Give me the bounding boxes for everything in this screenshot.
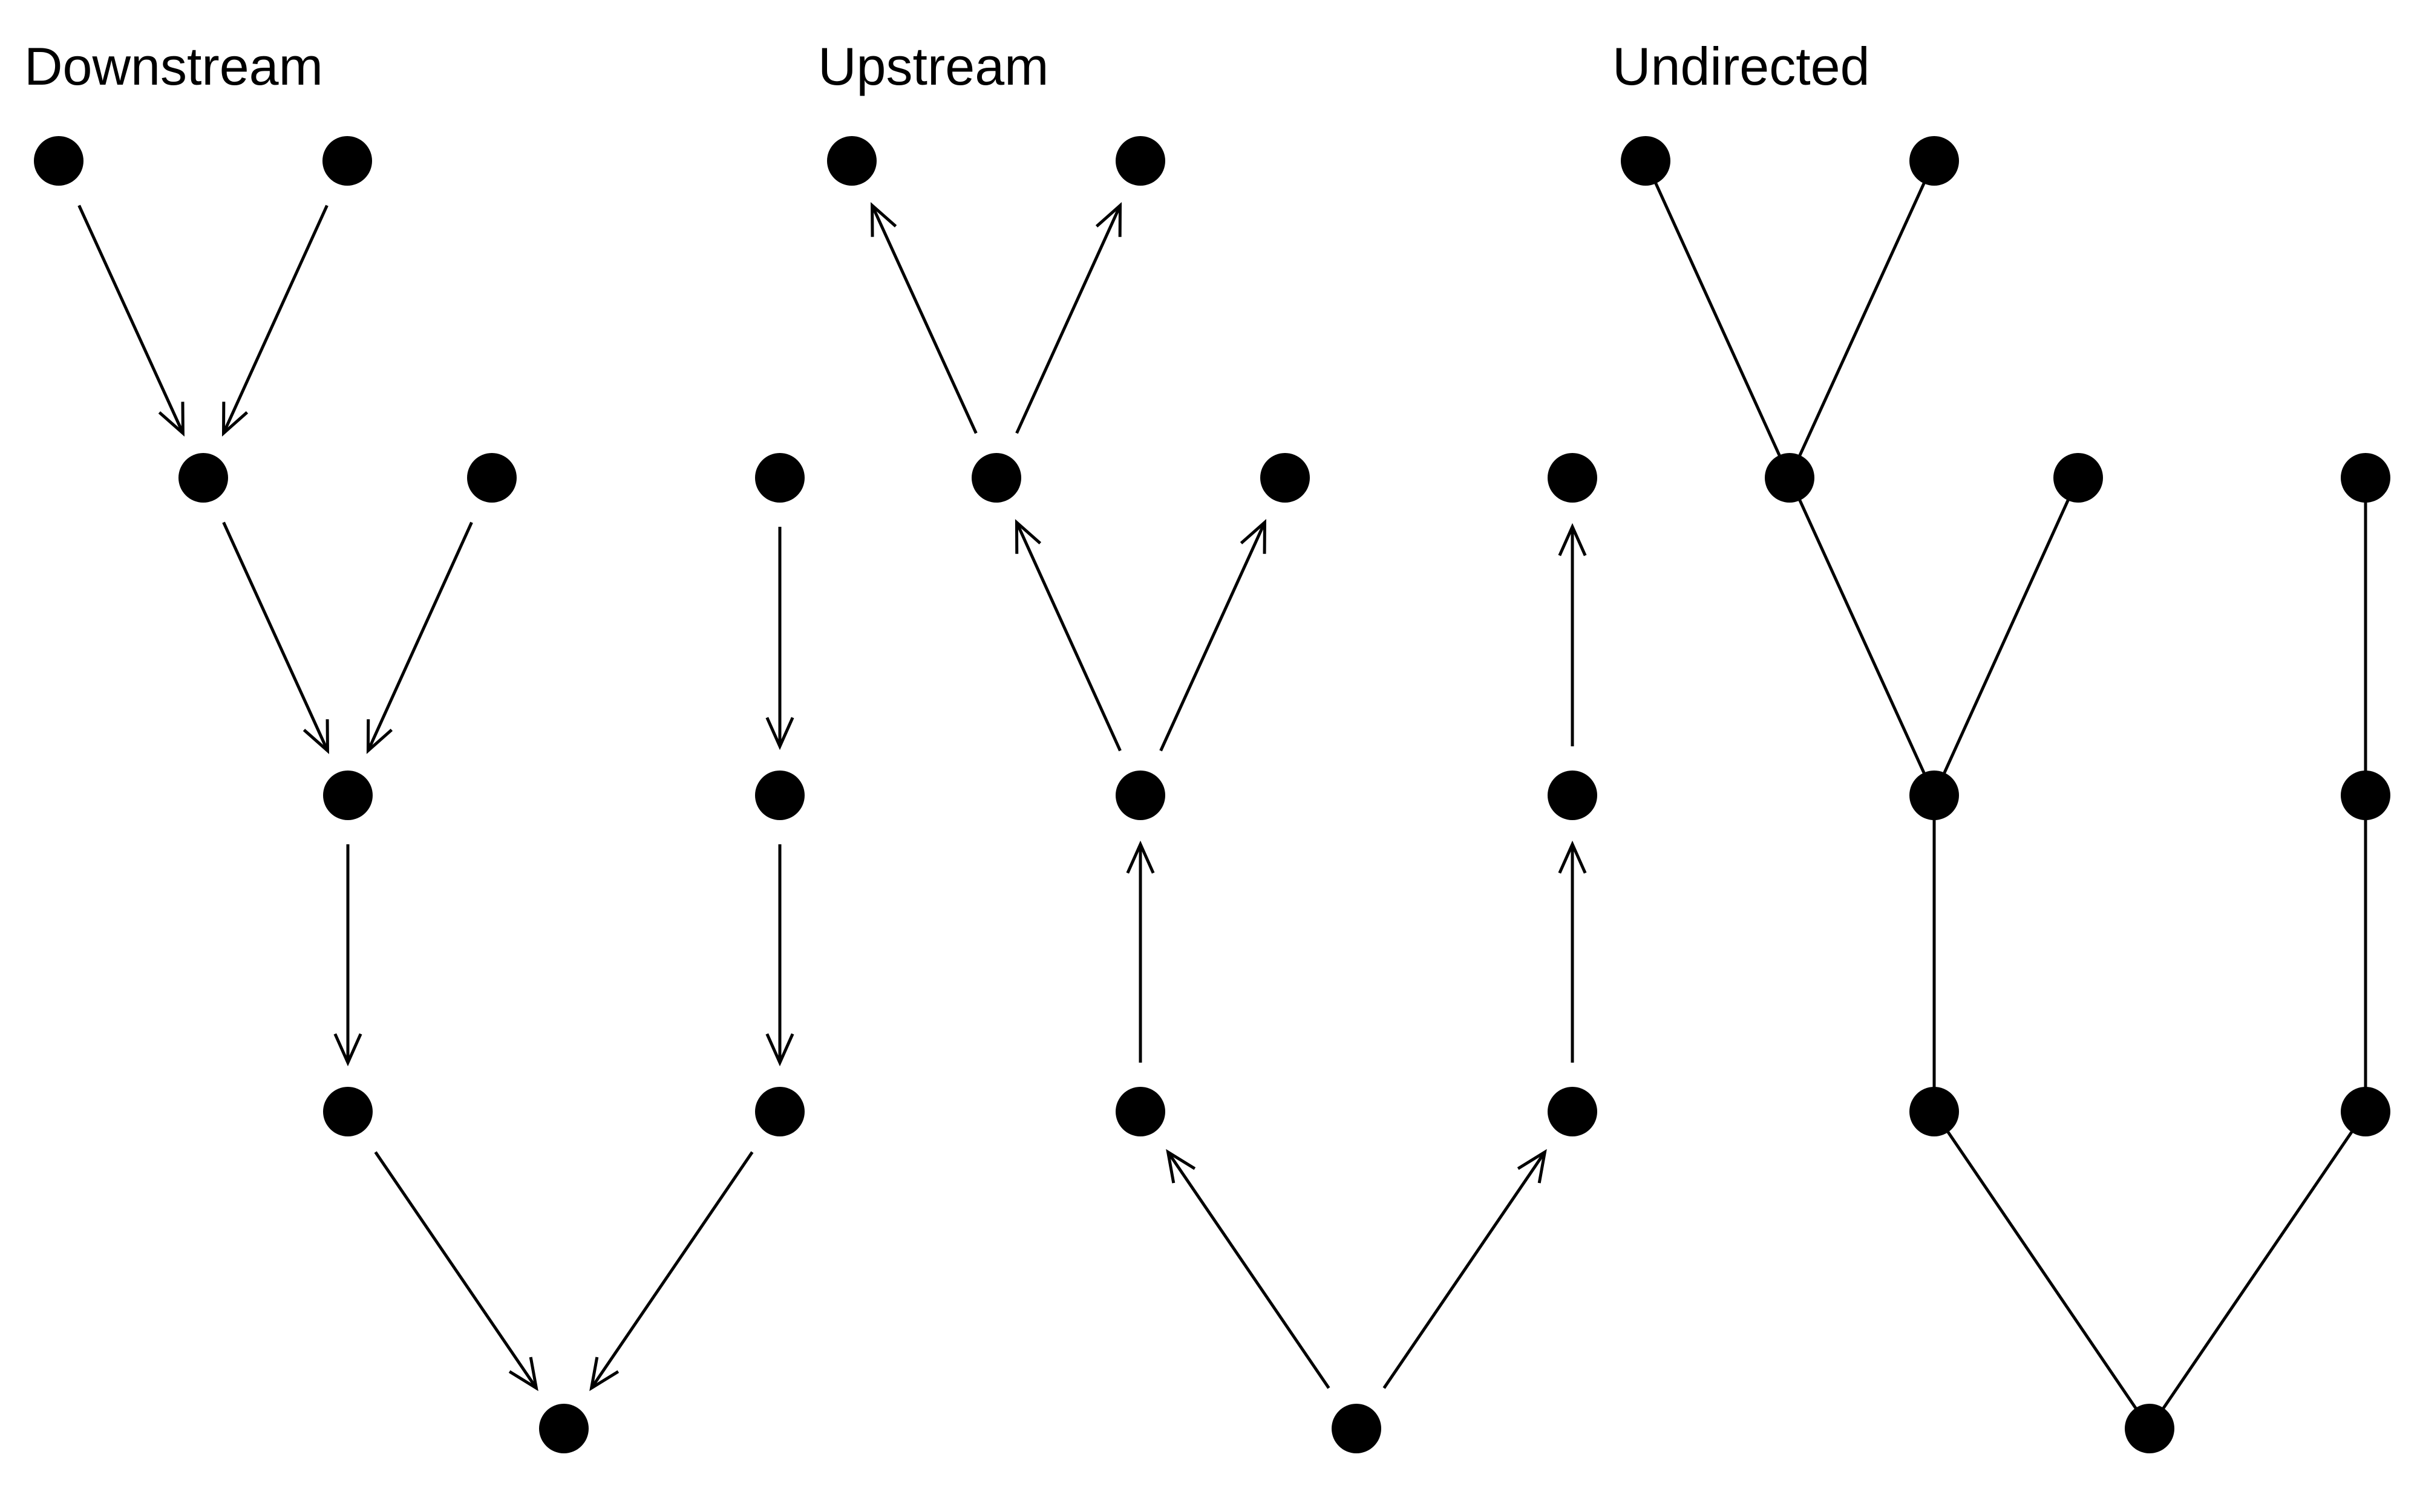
panel-title-undirected: Undirected [1612, 36, 1870, 96]
upstream-arrowhead-c1-m1 [1015, 519, 1042, 554]
undirected-node-m3 [2341, 453, 2390, 503]
upstream-edge-c1-m1 [1015, 521, 1122, 752]
upstream-edge-root-d2 [1382, 1151, 1546, 1389]
downstream-edge-t1-m1 [77, 204, 185, 434]
downstream-node-m1 [178, 453, 228, 503]
downstream-arrowhead-d2-root [589, 1357, 620, 1392]
undirected-edge-m2-c1 [1932, 477, 2080, 797]
upstream-edge-c1-m2 [1159, 521, 1266, 752]
undirected-node-root [2125, 1404, 2174, 1453]
undirected-edge-t2-m1 [1788, 160, 1936, 479]
upstream-node-c2 [1548, 771, 1597, 820]
upstream-node-m2 [1260, 453, 1310, 503]
downstream-node-t2 [322, 136, 372, 186]
upstream-arrowhead-d2-c2 [1558, 840, 1587, 874]
upstream-node-m3 [1548, 453, 1597, 503]
upstream-arrowhead-c2-m3 [1558, 523, 1587, 556]
undirected-node-t2 [1909, 136, 1959, 186]
downstream-arrowhead-c2-d2 [765, 1033, 794, 1067]
downstream-edge-m1-c1 [222, 521, 329, 752]
upstream-arrowhead-m1-t1 [871, 202, 897, 237]
upstream-edge-root-d1 [1166, 1151, 1330, 1389]
undirected-node-c2 [2341, 771, 2390, 820]
panel-title-downstream: Downstream [24, 36, 323, 96]
downstream-edge-m2-c1 [367, 521, 473, 752]
upstream-node-m1 [972, 453, 1021, 503]
downstream-arrowhead-m2-c1 [366, 719, 393, 754]
downstream-edge-d2-root [590, 1151, 754, 1389]
upstream-node-root [1332, 1404, 1381, 1453]
upstream-node-t1 [827, 136, 877, 186]
upstream-node-d1 [1116, 1087, 1165, 1136]
undirected-node-d2 [2341, 1087, 2390, 1136]
edges-layer [77, 160, 2367, 1430]
downstream-node-root [539, 1404, 589, 1453]
downstream-arrowhead-t2-m1 [221, 402, 249, 437]
undirected-edge-m1-c1 [1788, 477, 1936, 797]
downstream-edge-d1-root [374, 1151, 538, 1389]
upstream-arrowhead-d1-c1 [1126, 840, 1155, 874]
downstream-node-t1 [34, 136, 83, 186]
upstream-node-c1 [1116, 771, 1165, 820]
undirected-node-d1 [1909, 1087, 1959, 1136]
undirected-node-m2 [2053, 453, 2103, 503]
upstream-arrowhead-m1-t2 [1095, 202, 1122, 237]
downstream-arrowhead-c1-d1 [333, 1033, 362, 1067]
nodes-layer [34, 136, 2390, 1453]
panel-title-upstream: Upstream [818, 36, 1048, 96]
downstream-arrowhead-m1-c1 [302, 719, 329, 754]
undirected-node-c1 [1909, 771, 1959, 820]
undirected-node-t1 [1621, 136, 1670, 186]
upstream-node-t2 [1116, 136, 1165, 186]
undirected-node-m1 [1765, 453, 1814, 503]
downstream-node-c1 [323, 771, 373, 820]
undirected-edge-d1-root [1932, 1110, 2151, 1430]
upstream-edge-m1-t1 [871, 204, 978, 434]
upstream-edge-m1-t2 [1015, 204, 1122, 434]
downstream-arrowhead-d1-root [508, 1357, 538, 1392]
downstream-node-m2 [467, 453, 517, 503]
downstream-node-d1 [323, 1087, 373, 1136]
downstream-node-c2 [755, 771, 805, 820]
downstream-arrowhead-e1-c2 [765, 717, 794, 751]
upstream-arrowhead-root-d2 [1517, 1149, 1547, 1184]
upstream-node-d2 [1548, 1087, 1597, 1136]
downstream-arrowhead-t1-m1 [158, 402, 185, 437]
downstream-node-e1 [755, 453, 805, 503]
undirected-edge-d2-root [2148, 1110, 2367, 1430]
downstream-edge-t2-m1 [222, 204, 329, 434]
upstream-arrowhead-c1-m2 [1240, 519, 1266, 554]
downstream-node-d2 [755, 1087, 805, 1136]
undirected-edge-t1-m1 [1644, 160, 1791, 479]
upstream-arrowhead-root-d1 [1166, 1149, 1196, 1184]
